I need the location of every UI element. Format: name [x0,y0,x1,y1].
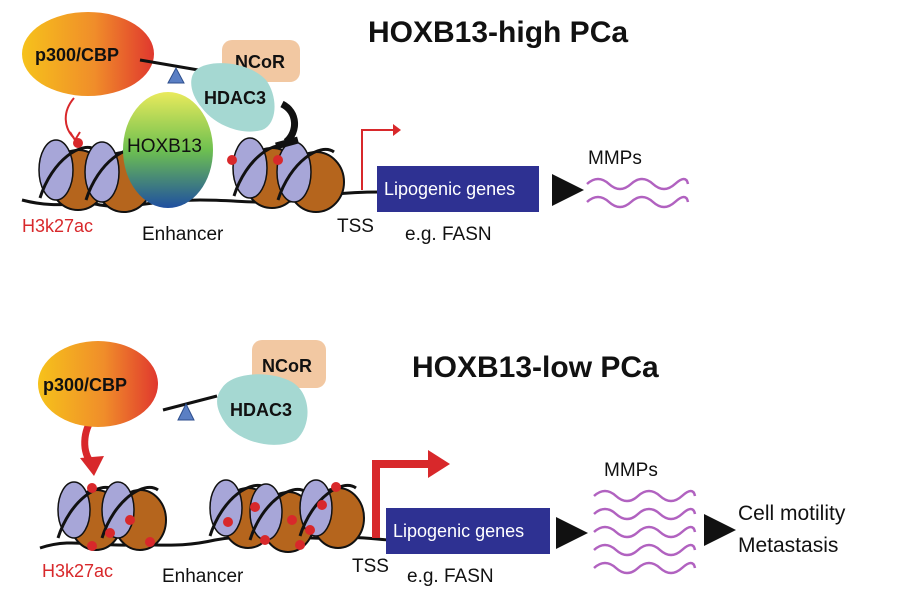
gene-example-label: e.g. FASN [407,566,494,587]
acetyl-mark [287,515,297,525]
panel-hoxb13-low: HOXB13-low PCa [38,340,846,587]
hoxb13-protein [123,92,213,208]
acetyl-mark [125,515,135,525]
hdac3-label: HDAC3 [204,88,266,108]
p300-cbp-protein [38,341,158,427]
hdac3-label: HDAC3 [230,400,292,420]
acetyl-mark [317,500,327,510]
mrna-wave [593,561,697,575]
enhancer-label: Enhancer [162,566,244,587]
acetylation-arrow [64,97,75,139]
p300-cbp-protein [22,12,154,96]
mmps-label: MMPs [604,460,658,481]
acetyl-mark [331,482,341,492]
acetyl-mark [145,537,155,547]
mrna-wave [586,177,690,191]
mrna-wave [593,543,697,557]
h3k27ac-label: H3k27ac [22,216,93,236]
tss-arrow [372,460,432,538]
outcome-metastasis: Metastasis [738,534,838,557]
acetyl-mark [295,540,305,550]
tss-arrow [361,129,396,190]
hoxb13-label: HOXB13 [127,136,202,157]
lipogenic-gene-box [386,508,550,554]
acetyl-mark [223,517,233,527]
acetyl-mark [105,528,115,538]
mrna-wave [593,489,697,503]
acetyl-mark [87,483,97,493]
tss-label: TSS [337,216,374,237]
panel-hoxb13-high: HOXB13-high PCa HOXB13 [21,12,690,245]
mmps-label: MMPs [588,148,642,169]
acetyl-mark [273,155,283,165]
nucleosome [100,481,167,551]
gene-box-label: Lipogenic genes [384,179,515,199]
h3k27ac-label: H3k27ac [42,561,113,581]
mrna-wave [586,195,690,209]
outcome-cell-motility: Cell motility [738,502,846,525]
acetyl-mark [87,541,97,551]
p300-cbp-label: p300/CBP [35,45,119,65]
p300-cbp-label: p300/CBP [43,375,127,395]
gene-example-label: e.g. FASN [405,224,492,245]
tss-label: TSS [352,556,389,577]
acetyl-mark [227,155,237,165]
panel-title-high: HOXB13-high PCa [368,16,628,49]
panel-title-low: HOXB13-low PCa [412,351,659,384]
nucleosome [276,141,345,213]
gene-box-label: Lipogenic genes [393,521,524,541]
ncor-label: NCoR [235,52,285,72]
balance-beam [162,394,218,412]
balance-fulcrum [167,66,185,84]
lipogenic-gene-box [377,166,539,212]
acetyl-mark [260,535,270,545]
hdac3-protein [217,374,308,445]
hdac3-protein [191,63,275,132]
acetyl-mark [250,502,260,512]
balance-fulcrum [177,402,195,421]
enhancer-label: Enhancer [142,224,224,245]
acetyl-mark [305,525,315,535]
ncor-label: NCoR [262,356,312,376]
mrna-wave [593,525,697,539]
inhibition-arrow [280,100,298,145]
mrna-wave [593,507,697,521]
